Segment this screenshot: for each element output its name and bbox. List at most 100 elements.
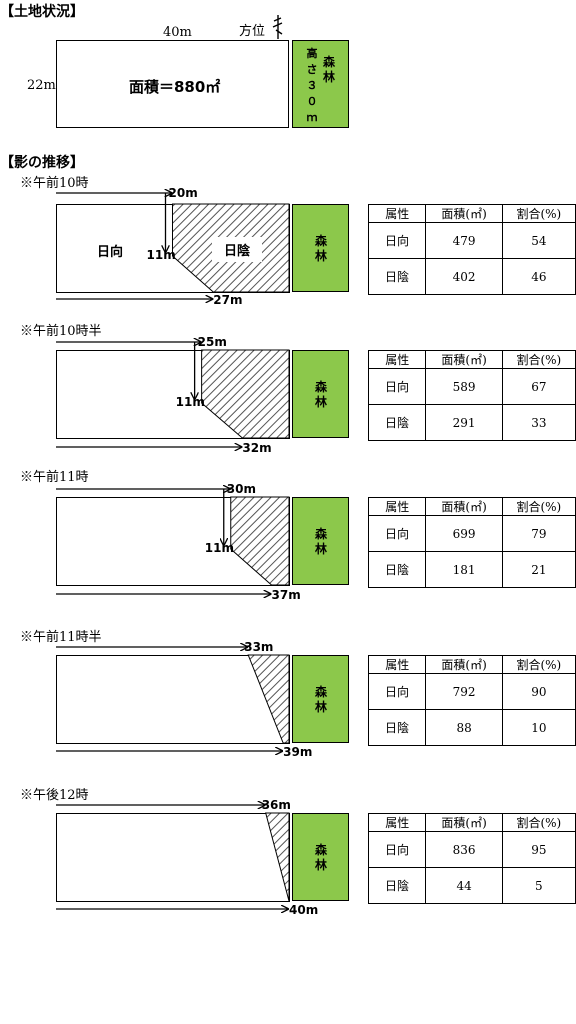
table-cell-area: 181 (425, 551, 503, 588)
table-cell-pct: 95 (501, 831, 576, 868)
period-time-label: ※午後12時 (20, 788, 89, 803)
forest-block: 森 林 (292, 813, 349, 901)
period-time-label: ※午前11時半 (20, 630, 102, 645)
forest-name-text: 森 林 (322, 55, 335, 84)
shadow-diagram (56, 637, 290, 767)
land-plot: 面積＝880㎡ (56, 40, 289, 128)
shade-region (265, 812, 290, 902)
shadow-diagram (56, 479, 290, 609)
forest-block: 森 林 (292, 350, 349, 438)
table-header-cell: 面積(㎡) (425, 204, 503, 223)
period-time-label: ※午前10時 (20, 176, 89, 191)
table-cell-area: 836 (425, 831, 503, 868)
table-cell-area: 792 (425, 673, 503, 710)
forest-label: 森 林 (314, 685, 327, 714)
table-header-cell: 割合(%) (501, 497, 576, 516)
table-cell-attr: 日陰 (367, 709, 427, 746)
forest-height-text: 高さ ３ ０ ｍ (306, 47, 318, 124)
land-plot-outline (56, 655, 290, 744)
table-header-cell: 属性 (367, 813, 427, 832)
table-cell-attr: 日陰 (367, 551, 427, 588)
shade-region (247, 654, 290, 744)
table-header-cell: 面積(㎡) (425, 655, 503, 674)
table-header-cell: 割合(%) (501, 655, 576, 674)
table-cell-pct: 90 (501, 673, 576, 710)
drop-distance-label: 11m (204, 541, 234, 555)
forest-label: 森 林 (314, 234, 327, 263)
drop-distance-label: 11m (175, 395, 205, 409)
land-plot-outline (56, 813, 290, 902)
table-cell-pct: 67 (501, 368, 576, 405)
land-width-label: 40m (163, 25, 192, 40)
bottom-distance-label: 39m (283, 745, 313, 759)
bottom-distance-label: 27m (213, 293, 243, 307)
table-header-cell: 割合(%) (501, 350, 576, 369)
forest-block: 森 林 (292, 497, 349, 585)
table-cell-pct: 5 (501, 867, 576, 904)
drop-distance-label: 11m (146, 248, 176, 262)
table-cell-area: 291 (425, 404, 503, 441)
table-header-cell: 属性 (367, 350, 427, 369)
table-cell-area: 479 (425, 222, 503, 259)
table-cell-area: 44 (425, 867, 503, 904)
forest-label: 森 林 (314, 380, 327, 409)
top-distance-label: 25m (197, 335, 227, 349)
table-cell-attr: 日向 (367, 831, 427, 868)
bottom-distance-label: 40m (289, 903, 319, 917)
table-header-cell: 属性 (367, 497, 427, 516)
table-cell-area: 699 (425, 515, 503, 552)
bottom-distance-label: 32m (242, 441, 272, 455)
shade-region (230, 496, 290, 586)
table-header-cell: 割合(%) (501, 204, 576, 223)
north-arrow-icon (272, 15, 283, 39)
table-cell-attr: 日向 (367, 368, 427, 405)
table-cell-area: 589 (425, 368, 503, 405)
table-cell-area: 88 (425, 709, 503, 746)
land-area-label: 面積＝880㎡ (129, 78, 221, 96)
table-header-cell: 面積(㎡) (425, 813, 503, 832)
table-header-cell: 面積(㎡) (425, 350, 503, 369)
shadow-diagram (56, 795, 290, 925)
table-header-cell: 面積(㎡) (425, 497, 503, 516)
table-cell-pct: 54 (501, 222, 576, 259)
table-header-cell: 属性 (367, 204, 427, 223)
table-cell-pct: 46 (501, 258, 576, 295)
table-cell-attr: 日陰 (367, 867, 427, 904)
table-cell-attr: 日向 (367, 222, 427, 259)
table-cell-attr: 日向 (367, 673, 427, 710)
forest-label: 森 林 (314, 527, 327, 556)
period-time-label: ※午前11時 (20, 470, 89, 485)
table-cell-pct: 33 (501, 404, 576, 441)
forest-label: 森 林 (314, 843, 327, 872)
table-cell-pct: 21 (501, 551, 576, 588)
top-distance-label: 20m (168, 186, 198, 200)
table-cell-attr: 日陰 (367, 258, 427, 295)
bottom-distance-label: 37m (271, 588, 301, 602)
table-header-cell: 割合(%) (501, 813, 576, 832)
shade-region (201, 349, 290, 439)
shade-label: 日陰 (212, 237, 263, 262)
table-cell-pct: 10 (501, 709, 576, 746)
table-header-cell: 属性 (367, 655, 427, 674)
top-distance-label: 33m (244, 640, 274, 654)
table-cell-area: 402 (425, 258, 503, 295)
table-cell-pct: 79 (501, 515, 576, 552)
period-time-label: ※午前10時半 (20, 324, 102, 339)
forest-block: 森 林 (292, 204, 349, 292)
shadow-heading: 【影の推移】 (0, 155, 84, 171)
land-forest: 高さ ３ ０ ｍ 森 林 (292, 40, 349, 128)
table-cell-attr: 日陰 (367, 404, 427, 441)
forest-block: 森 林 (292, 655, 349, 743)
